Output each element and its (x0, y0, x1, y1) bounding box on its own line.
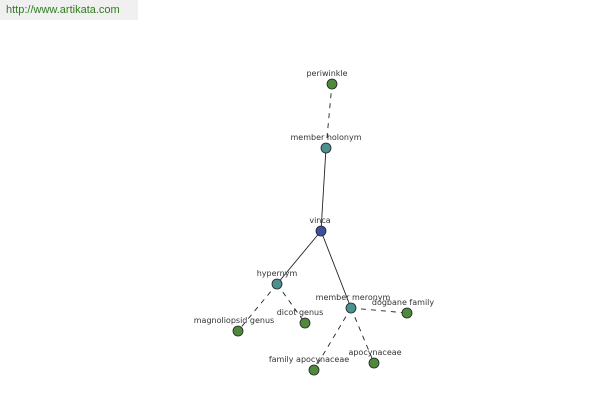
node-apocynaceae[interactable]: apocynaceae (348, 348, 402, 369)
edge-member-meronym-to-dogbane-family (350, 307, 408, 314)
node-label-dogbane-family: dogbane family (372, 298, 435, 307)
node-dogbane-family[interactable]: dogbane family (372, 298, 435, 319)
edge-vinca-to-member-meronym (320, 230, 352, 309)
node-member-meronym[interactable]: member meronym (316, 293, 391, 314)
node-member-holonym[interactable]: member holonym (290, 133, 362, 154)
edge-member-meronym-to-family-apocynaceae (313, 307, 352, 371)
node-marker-vinca[interactable] (315, 225, 327, 237)
node-family-apocynaceae[interactable]: family apocynaceae (269, 355, 349, 376)
node-marker-magnoliopsid-genus[interactable] (232, 325, 244, 337)
node-label-family-apocynaceae: family apocynaceae (269, 355, 349, 364)
nodes-layer: periwinkle member holonym vinca hypernym mem… (194, 69, 435, 376)
node-label-apocynaceae: apocynaceae (348, 348, 401, 357)
node-marker-dicot-genus[interactable] (299, 317, 311, 329)
node-label-member-meronym: member meronym (316, 293, 391, 302)
node-vinca[interactable]: vinca (309, 216, 331, 237)
edge-hypernym-to-magnoliopsid-genus (237, 283, 278, 332)
node-marker-family-apocynaceae[interactable] (308, 364, 320, 376)
edge-vinca-to-member-holonym (320, 147, 327, 232)
edge-member-holonym-to-periwinkle (325, 83, 333, 149)
node-label-hypernym: hypernym (257, 269, 298, 278)
source-link[interactable]: http://www.artikata.com (0, 0, 138, 20)
node-marker-periwinkle[interactable] (326, 78, 338, 90)
edge-vinca-to-hypernym (276, 230, 322, 285)
node-marker-member-holonym[interactable] (320, 142, 332, 154)
node-marker-apocynaceae[interactable] (368, 357, 380, 369)
edges-layer (237, 83, 408, 371)
node-label-vinca: vinca (309, 216, 330, 225)
node-marker-hypernym[interactable] (271, 278, 283, 290)
node-label-member-holonym: member holonym (290, 133, 361, 142)
node-magnoliopsid-genus[interactable]: magnoliopsid genus (194, 316, 274, 337)
node-label-magnoliopsid-genus: magnoliopsid genus (194, 316, 274, 325)
node-dicot-genus[interactable]: dicot genus (277, 308, 324, 329)
node-marker-member-meronym[interactable] (345, 302, 357, 314)
node-periwinkle[interactable]: periwinkle (306, 69, 348, 90)
node-label-dicot-genus: dicot genus (277, 308, 324, 317)
node-marker-dogbane-family[interactable] (401, 307, 413, 319)
edge-hypernym-to-dicot-genus (276, 283, 306, 324)
node-hypernym[interactable]: hypernym (257, 269, 298, 290)
node-label-periwinkle: periwinkle (306, 69, 347, 78)
